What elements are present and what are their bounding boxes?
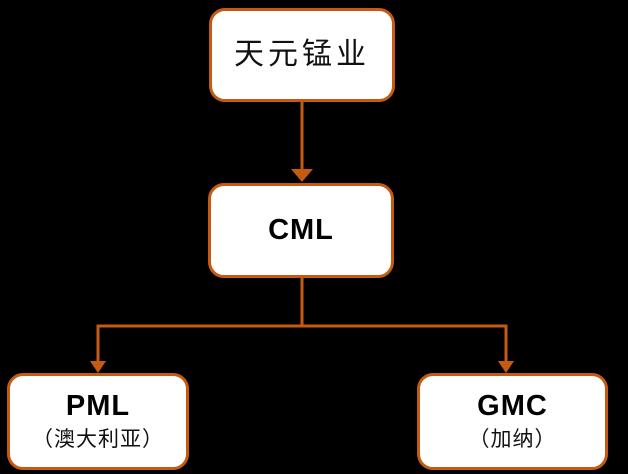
edge-parent-to-middle: [291, 101, 313, 182]
node-tianyuan-manganese: 天元锰业: [209, 8, 395, 102]
arrowhead-down-icon: [498, 361, 514, 373]
edge-middle-to-left-child: [90, 326, 106, 373]
node-cml: CML: [208, 183, 394, 278]
node-location-label: （澳大利亚）: [32, 427, 164, 452]
node-label: 天元锰业: [234, 37, 370, 72]
node-location-label: （加纳）: [468, 427, 557, 452]
node-label: GMC: [477, 389, 548, 422]
node-label: CML: [268, 213, 334, 246]
node-label: PML: [65, 389, 131, 422]
arrowhead-down-icon: [90, 361, 106, 373]
arrowhead-down-icon: [291, 169, 313, 182]
node-pml: PML （澳大利亚）: [7, 373, 189, 470]
edge-middle-branch: [96, 278, 508, 328]
edge-middle-to-right-child: [498, 326, 514, 373]
node-gmc: GMC （加纳）: [417, 373, 608, 470]
